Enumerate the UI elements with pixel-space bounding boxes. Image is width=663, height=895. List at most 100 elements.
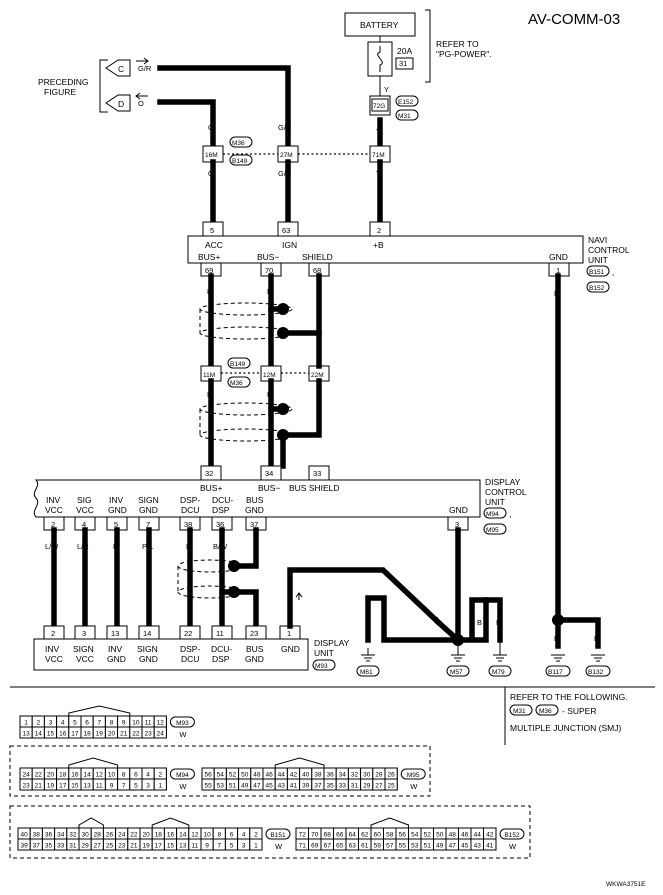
svg-text:5: 5 [210, 226, 214, 235]
svg-text:DCU-: DCU- [212, 495, 233, 505]
connector-label-m36-mid: M36 [230, 380, 243, 387]
connector-pin-number: 25 [106, 843, 114, 850]
connector-lock-tab [68, 757, 119, 768]
svg-text:P: P [113, 542, 118, 551]
battery-label: BATTERY [360, 20, 399, 30]
connector-pin-number: 21 [35, 783, 43, 790]
svg-text:L: L [207, 390, 211, 399]
preceding-bracket [99, 59, 108, 113]
dcu-label-2: CONTROL [485, 487, 527, 497]
connector-pin-number: 58 [386, 832, 394, 839]
svg-text:12M: 12M [263, 372, 276, 379]
ground-m61: M61 [360, 669, 373, 676]
svg-text:63: 63 [282, 226, 290, 235]
connector-label-b149-top: B149 [232, 158, 248, 165]
connector-pin-number: 12 [96, 772, 104, 779]
connector-pin-number: 50 [436, 832, 444, 839]
connector-lock-tab [68, 705, 131, 716]
connector-pin-number: 72 [299, 832, 307, 839]
ground-b117: B117 [548, 669, 563, 676]
svg-text:1: 1 [287, 629, 291, 638]
connector-pin-number: 18 [59, 772, 67, 779]
svg-text:IGN: IGN [282, 240, 297, 250]
display-unit-label-1: DISPLAY [314, 638, 350, 648]
connector-pin-number: 16 [167, 832, 175, 839]
connector-pin-number: 64 [349, 832, 357, 839]
connector-pin-number: 19 [47, 783, 55, 790]
navi-label-2: CONTROL [588, 245, 630, 255]
connector-pin-number: 46 [461, 832, 469, 839]
connector-name: M94 [176, 772, 189, 779]
svg-text:GND: GND [549, 252, 568, 262]
connector-pin-number: 51 [229, 783, 237, 790]
svg-text:INV: INV [108, 644, 123, 654]
connector-pin-number: 17 [71, 731, 79, 738]
svg-text:,: , [612, 267, 614, 277]
connector-pin-number: 29 [81, 843, 89, 850]
connector-pin-number: 24 [118, 832, 126, 839]
svg-text:38: 38 [184, 520, 192, 529]
svg-text:11M: 11M [203, 372, 215, 379]
connector-pin-number: 56 [399, 832, 407, 839]
connector-pin-number: 15 [71, 783, 79, 790]
connector-pin-number: 67 [324, 843, 332, 850]
connector-pin-number: 33 [339, 783, 347, 790]
connector-pin-number: 50 [241, 772, 249, 779]
svg-text:BUS SHIELD: BUS SHIELD [289, 483, 340, 493]
svg-text:GND: GND [449, 505, 468, 515]
preceding-figure-label-2: FIGURE [44, 87, 76, 97]
connector-pin-number: 32 [351, 772, 359, 779]
connector-pin-number: 41 [486, 843, 494, 850]
svg-text:B: B [365, 618, 370, 627]
svg-text:B: B [288, 605, 293, 614]
connector-pin-number: 65 [336, 843, 344, 850]
svg-text:1: 1 [556, 266, 560, 275]
svg-text:VCC: VCC [76, 654, 94, 664]
connector-pin-number: 29 [363, 783, 371, 790]
svg-text:DCU: DCU [181, 505, 199, 515]
connector-pin-number: 45 [265, 783, 273, 790]
connector-pin-number: 15 [167, 843, 175, 850]
svg-text:P/L: P/L [142, 542, 153, 551]
svg-text:2: 2 [51, 629, 55, 638]
connector-pin-number: 49 [436, 843, 444, 850]
svg-text:DSP: DSP [212, 654, 230, 664]
connector-pin-number: 2 [158, 772, 162, 779]
svg-text:BUS+: BUS+ [200, 483, 222, 493]
svg-text:36: 36 [216, 520, 224, 529]
connector-pin-number: 39 [302, 783, 310, 790]
connector-name: M93 [176, 720, 189, 727]
connector-pin-number: 8 [122, 772, 126, 779]
connector-pin-number: 39 [20, 843, 28, 850]
svg-text:37: 37 [250, 520, 258, 529]
svg-text:GND: GND [245, 654, 264, 664]
wire-color-gr-c: G/R [138, 64, 152, 73]
connector-name: B152 [504, 832, 520, 839]
connector-label-m93: M93 [315, 663, 328, 670]
connector-pin-number: 52 [229, 772, 237, 779]
svg-text:4: 4 [82, 520, 86, 529]
svg-text:VCC: VCC [45, 505, 63, 515]
svg-text:GND: GND [107, 654, 126, 664]
connector-pin-number: 26 [106, 832, 114, 839]
connector-pin-number: 2 [254, 832, 258, 839]
wire-o-upper [157, 99, 216, 149]
display-pins: 2 3 13 14 22 11 23 1 [43, 625, 301, 640]
svg-text:22: 22 [184, 629, 192, 638]
connector-pin-number: 34 [339, 772, 347, 779]
connector-pin-number: 19 [96, 731, 104, 738]
connector-pin-number: 16 [71, 772, 79, 779]
svg-text:P: P [267, 287, 272, 296]
refer-pg-power-2: "PG-POWER". [436, 49, 492, 59]
svg-text:BUS−: BUS− [258, 483, 280, 493]
navi-label-3: UNIT [588, 255, 608, 265]
svg-text:7: 7 [146, 520, 150, 529]
connector-pin-number: 41 [290, 783, 298, 790]
connector-color: W [509, 842, 517, 851]
connector-pin-number: 13 [22, 731, 30, 738]
navi-control-unit [187, 235, 584, 264]
